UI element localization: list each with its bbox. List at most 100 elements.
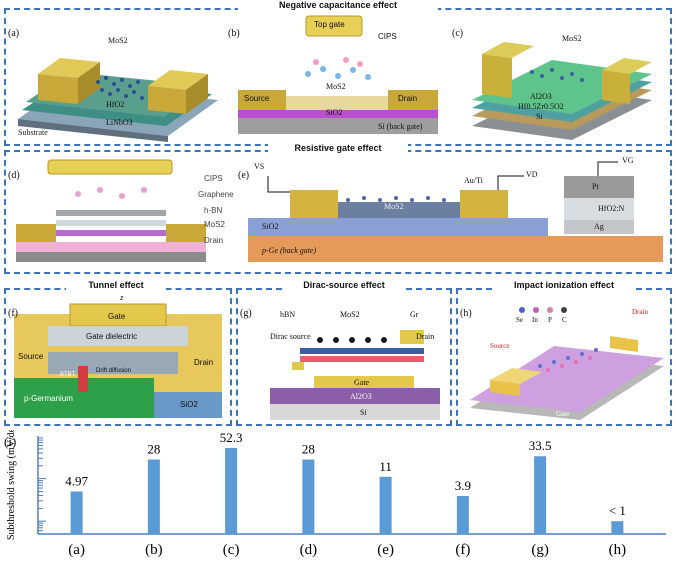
section-title-negative-capacitance: Negative capacitance effect <box>238 0 438 10</box>
panel-a-linbo3-label: LiNbO3 <box>106 118 133 127</box>
panel-e-vg-label: VG <box>622 156 634 165</box>
panel-e-label: (e) <box>238 170 250 181</box>
section-title-tunnel: Tunnel effect <box>66 280 166 290</box>
category-label: (d) <box>300 542 318 558</box>
bar-value-label: 28 <box>302 442 315 457</box>
panel-c-si-label: Si <box>536 112 543 121</box>
bar-value-label: 11 <box>379 459 392 474</box>
panel-d-illustration <box>16 159 206 262</box>
panel-h-source-label: Source <box>490 342 510 350</box>
bar <box>379 476 392 534</box>
section-title-resistive-gate: Resistive gate effect <box>268 143 408 153</box>
panel-g-dirac-source-label: Dirac source <box>270 332 311 341</box>
category-label: (a) <box>68 542 85 558</box>
panel-f-pge-label: p-Germanium <box>24 394 73 403</box>
panel-b-cips-label: CIPS <box>378 32 397 41</box>
panel-e-sio2-label: SiO2 <box>262 222 279 231</box>
bar <box>225 447 238 534</box>
panel-h-label: (h) <box>460 308 472 319</box>
panel-f-illustration <box>14 303 222 418</box>
panel-c-mos2-label: MoS2 <box>562 34 582 43</box>
panel-e-vs-label: VS <box>254 162 265 171</box>
panel-f: (f) z Gate Gate dielectric Source Drain … <box>8 296 228 422</box>
bar-value-label: < 1 <box>609 503 626 518</box>
panel-e-illustration <box>248 161 663 262</box>
panel-c-illustration <box>472 42 652 140</box>
panel-f-drift-label: Drift diffusion <box>96 368 131 374</box>
panel-e-auti-label: Au/Ti <box>464 176 483 185</box>
panel-a-illustration <box>18 58 218 142</box>
panel-e-vd-label: VD <box>526 170 538 179</box>
category-label: (f) <box>455 542 470 558</box>
panel-d-drain-label: Drain <box>204 236 224 245</box>
panel-b: (b) Top gate CIPS MoS2 Source Drain SiO2… <box>228 14 448 142</box>
panel-g-gate-label: Gate <box>354 378 370 387</box>
panel-g-drain-label: Drain <box>416 332 435 341</box>
panel-f-label: (f) <box>8 308 18 319</box>
panel-b-sio2-label: SiO2 <box>326 108 343 117</box>
panel-a-substrate-label: Substrate <box>18 128 48 137</box>
panel-b-top-gate-label: Top gate <box>314 20 345 29</box>
panel-g-illustration <box>270 330 440 420</box>
panel-f-source-label: Source <box>18 352 44 361</box>
panel-d-graphene-label: Graphene <box>198 190 234 199</box>
panel-g-al2o3-label: Al2O3 <box>350 392 372 401</box>
panel-h-p-label: P <box>548 316 552 324</box>
panel-b-source-label: Source <box>244 94 270 103</box>
panel-c-hzo-label: Hf0.5Zr0.5O2 <box>518 102 564 111</box>
panel-f-sio2-label: SiO2 <box>180 400 198 409</box>
panel-a-label: (a) <box>8 28 20 39</box>
subthreshold-swing-chart: Subthreshold swing (mV/dec) 4.972852.328… <box>6 430 666 558</box>
panel-g-hbn-label: hBN <box>280 310 296 319</box>
panel-h-c-label: C <box>562 316 567 324</box>
bar <box>147 459 160 534</box>
bar-value-label: 4.97 <box>65 474 88 489</box>
panel-h: (h) Se In P C Source Drain Gate <box>460 296 668 422</box>
category-label: (b) <box>145 542 163 558</box>
panel-a-hfo2-label: HfO2 <box>106 100 125 109</box>
panel-e-mos2-label: MoS2 <box>384 202 404 211</box>
category-label: (c) <box>223 542 240 558</box>
panel-d-label: (d) <box>8 170 20 181</box>
panel-h-in-label: In <box>532 316 538 324</box>
panel-b-mos2-label: MoS2 <box>326 82 346 91</box>
panel-f-drain-label: Drain <box>194 358 214 367</box>
bar <box>534 456 547 534</box>
bar-value-label: 33.5 <box>529 438 552 453</box>
bars <box>70 447 624 534</box>
panel-f-z-label: z <box>120 296 124 302</box>
panel-e-pt-label: Pt <box>592 182 599 191</box>
bar <box>611 521 624 534</box>
panel-g-si-label: Si <box>360 408 367 417</box>
panel-e-pge-label: p-Ge (back gate) <box>262 246 317 255</box>
panel-f-gate-label: Gate <box>108 312 126 321</box>
bar <box>70 491 83 534</box>
panel-g-gr-label: Gr <box>410 310 419 319</box>
panel-d: (d) CIPS Graphene h-BN MoS2 Drain <box>8 156 236 270</box>
panel-g: (g) hBN MoS2 Gr Dirac source Drain Gate … <box>240 296 448 422</box>
panel-e: (e) VS VD VG Au/Ti MoS2 SiO2 p-Ge (back … <box>238 156 668 270</box>
category-labels: (a)(b)(c)(d)(e)(f)(g)(h) <box>68 542 626 558</box>
panel-f-gate-dielectric-label: Gate dielectric <box>86 332 138 341</box>
y-axis-label: Subthreshold swing (mV/dec) <box>6 430 17 540</box>
panel-g-label: (g) <box>240 308 252 319</box>
panel-b-label: (b) <box>228 28 240 39</box>
section-title-dirac-source: Dirac-source effect <box>284 280 404 290</box>
panel-c-label: (c) <box>452 28 464 39</box>
panel-h-illustration <box>470 307 664 420</box>
panel-i-label: (i) <box>4 434 17 449</box>
panel-f-btbt-label: BTBT <box>60 372 76 378</box>
category-label: (e) <box>377 542 394 558</box>
panel-b-si-label: Si (back gate) <box>378 122 423 131</box>
panel-c: (c) MoS2 Al2O3 Hf0.5Zr0.5O2 Si <box>452 14 668 142</box>
bar <box>456 496 469 534</box>
panel-h-se-label: Se <box>516 316 523 324</box>
panel-b-illustration <box>238 15 438 134</box>
panel-d-mos2-label: MoS2 <box>204 220 225 229</box>
panel-e-hfo2n-label: HfO2:N <box>598 204 625 213</box>
bar-value-label: 3.9 <box>455 478 471 493</box>
panel-g-mos2-label: MoS2 <box>340 310 360 319</box>
panel-h-gate-label: Gate <box>556 410 570 418</box>
category-label: (g) <box>531 542 549 558</box>
